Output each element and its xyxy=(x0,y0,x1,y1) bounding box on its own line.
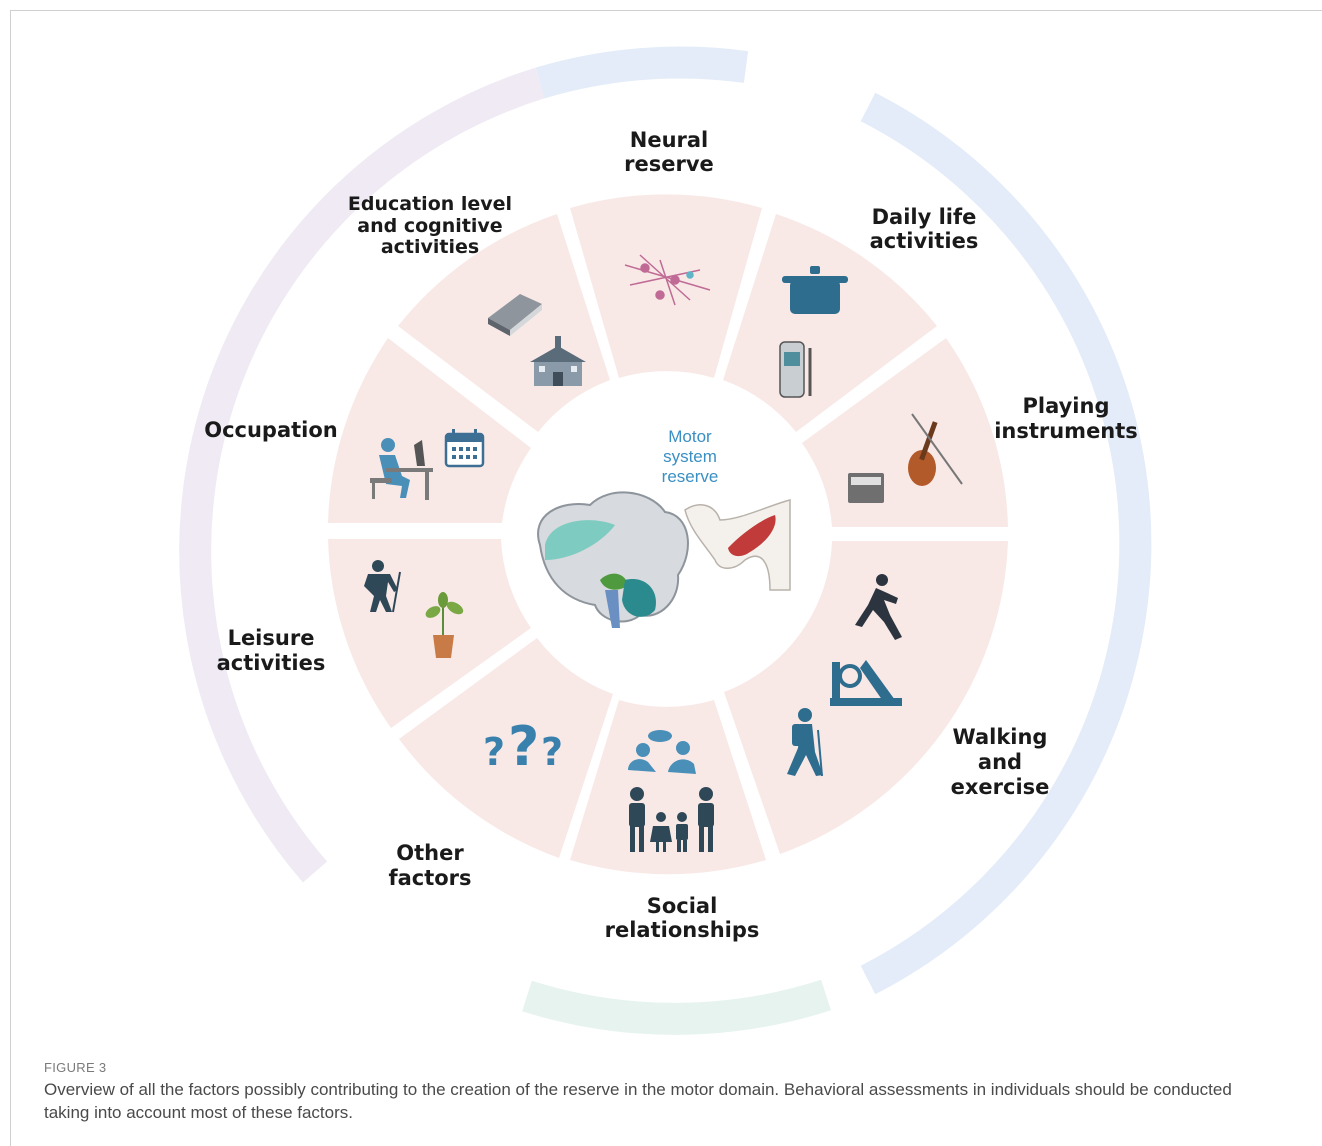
segment-occupation xyxy=(328,338,531,523)
label-other-line2: factors xyxy=(388,866,471,890)
neurons-icon xyxy=(624,254,711,306)
people-talking-icon xyxy=(628,730,696,774)
segment-labels: Neural reserve Daily life activities Pla… xyxy=(204,128,1138,942)
label-daily-line1: Daily life xyxy=(872,205,977,229)
label-walking-line2: and xyxy=(978,750,1022,774)
center-label-line1: Motor xyxy=(668,427,712,446)
label-education-line2: and cognitive xyxy=(357,215,502,237)
desk-worker-icon xyxy=(370,438,433,500)
plant-icon xyxy=(425,592,464,658)
label-playing-line1: Playing xyxy=(1023,394,1110,418)
book-icon xyxy=(488,294,542,336)
hiker-silhouette-icon xyxy=(364,560,401,613)
outer-ring-arc-top xyxy=(535,46,749,99)
label-occupation: Occupation xyxy=(204,418,338,442)
outer-ring-arc-bottom xyxy=(522,979,831,1035)
center-label-line2: system xyxy=(663,447,717,466)
hiker-icon xyxy=(787,708,823,777)
outer-ring-arc-right xyxy=(860,92,1152,995)
label-neural-line2: reserve xyxy=(624,152,714,176)
figure-caption-text: Overview of all the factors possibly con… xyxy=(44,1080,1232,1122)
violin-icon xyxy=(908,413,963,486)
question-marks-icon: ? ? ? xyxy=(483,715,563,778)
svg-text:?: ? xyxy=(508,715,539,778)
segment-neural xyxy=(570,194,762,378)
meter-icon xyxy=(779,341,812,398)
center-illustration: Motor system reserve xyxy=(537,427,791,628)
label-daily-line2: activities xyxy=(870,229,979,253)
figure-frame xyxy=(10,10,1322,1146)
fitness-machine-icon xyxy=(830,660,902,706)
label-social-line2: relationships xyxy=(605,918,760,942)
label-education-line1: Education level xyxy=(348,193,512,215)
brain-icon xyxy=(537,491,689,628)
outer-ring xyxy=(179,46,1152,1035)
label-leisure-line2: activities xyxy=(217,651,326,675)
arm-muscle-icon xyxy=(684,499,791,591)
school-building-icon xyxy=(530,336,586,386)
label-education-line3: activities xyxy=(381,236,479,258)
label-leisure-line1: Leisure xyxy=(228,626,315,650)
svg-text:?: ? xyxy=(483,730,505,774)
reserve-wheel-diagram: Motor system reserve xyxy=(179,46,1152,1035)
segment-other xyxy=(399,638,613,858)
outer-ring-arc-left xyxy=(179,67,545,883)
center-label-line3: reserve xyxy=(662,467,719,486)
label-playing-line2: instruments xyxy=(994,419,1138,443)
svg-text:?: ? xyxy=(541,730,563,774)
label-neural-line1: Neural xyxy=(630,128,709,152)
label-walking-line3: exercise xyxy=(951,775,1050,799)
segment-daily-life xyxy=(723,214,937,432)
label-social-line1: Social xyxy=(647,894,718,918)
figure-caption-title: FIGURE 3 xyxy=(44,1060,107,1075)
segment-walking xyxy=(724,541,1008,854)
pot-icon xyxy=(782,266,848,314)
family-icon xyxy=(629,787,714,852)
runner-icon xyxy=(855,574,902,640)
label-other-line1: Other xyxy=(396,841,464,865)
label-walking-line1: Walking xyxy=(953,725,1048,749)
segment-social xyxy=(570,700,766,875)
piano-icon xyxy=(848,473,884,503)
calendar-icon xyxy=(444,429,485,468)
